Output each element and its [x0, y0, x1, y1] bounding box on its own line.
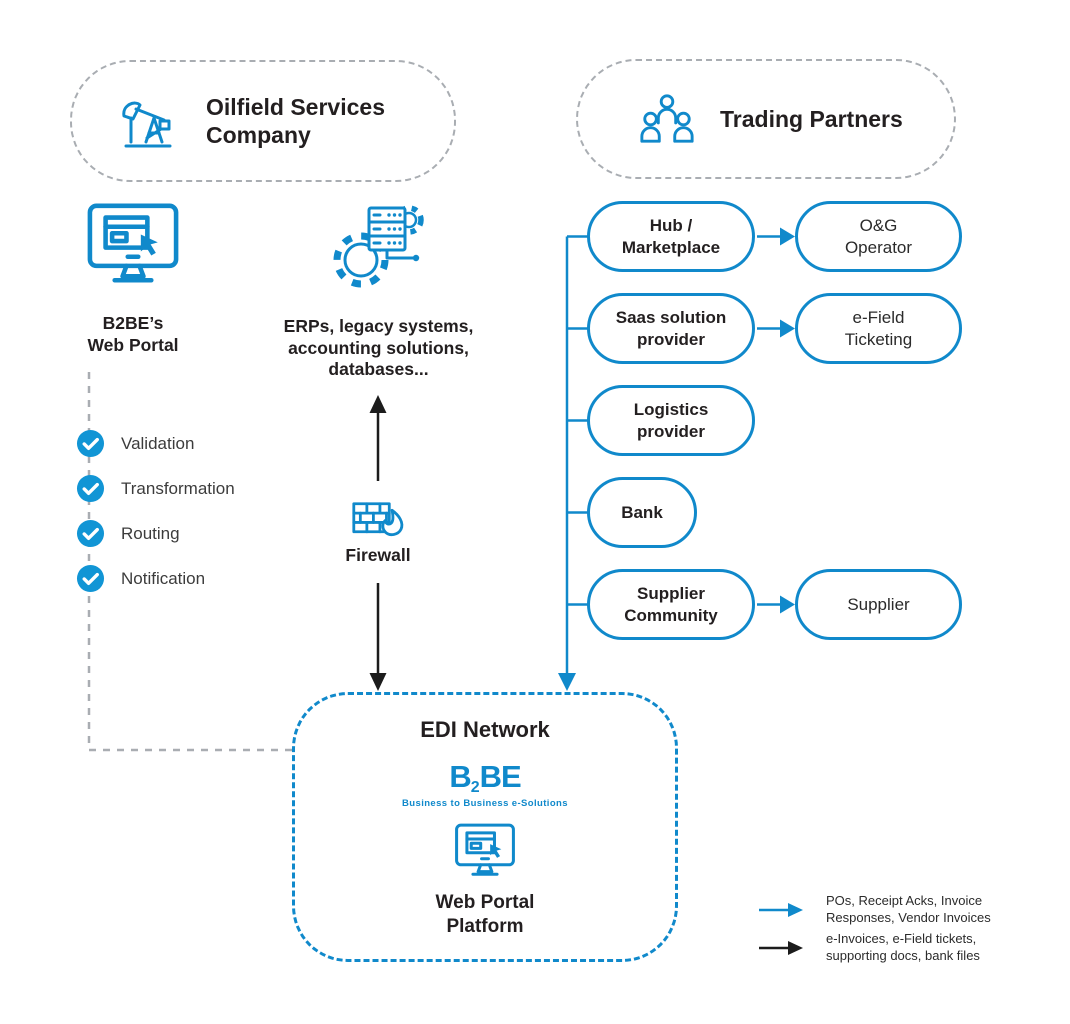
pill-supplier-community: Supplier Community: [587, 569, 755, 640]
checklist-label: Notification: [121, 568, 206, 588]
oil-pumpjack-icon: [122, 101, 172, 148]
checklist-item-notification: Notification: [76, 564, 205, 593]
people-group-icon: [640, 94, 694, 143]
pill-bank: Bank: [587, 477, 697, 548]
legend-black-flow: e-Invoices, e-Field tickets, supporting …: [758, 931, 980, 964]
pill-logistics-provider: Logistics provider: [587, 385, 755, 456]
trading-group-title: Trading Partners: [720, 106, 903, 132]
pill-og-operator: O&G Operator: [795, 201, 962, 272]
b2be-tagline: Business to Business e-Solutions: [402, 798, 568, 809]
community-to-supplier-arrow: [757, 595, 795, 614]
checklist-item-routing: Routing: [76, 519, 180, 548]
checklist-label: Routing: [121, 523, 180, 543]
pill-efield-ticketing: e-Field Ticketing: [795, 293, 962, 364]
hub-to-operator-arrow: [757, 227, 795, 246]
arrowhead-down-blue-icon: [558, 673, 576, 691]
web-portal-platform-label: Web Portal Platform: [435, 892, 535, 937]
legend-blue-flow: POs, Receipt Acks, Invoice Responses, Ve…: [758, 893, 991, 926]
arrowhead-down-icon: [369, 673, 387, 691]
check-circle-icon: [76, 474, 105, 503]
saas-to-ticketing-arrow: [757, 319, 795, 338]
blue-arrow-icon: [759, 902, 803, 917]
edi-network-box: EDI Network B2BE Business to Business e-…: [292, 692, 678, 962]
legend-blue-text: POs, Receipt Acks, Invoice Responses, Ve…: [826, 893, 991, 925]
firewall-label: Firewall: [345, 545, 411, 565]
partners-trunk-line: [565, 235, 588, 676]
arrowhead-up-icon: [369, 395, 387, 413]
checklist-label: Transformation: [121, 478, 235, 498]
check-circle-icon: [76, 519, 105, 548]
firewall-icon: [352, 502, 404, 537]
checklist-item-transformation: Transformation: [76, 474, 235, 503]
web-portal-platform-monitor-icon: [455, 823, 515, 876]
black-arrow-icon: [759, 940, 803, 955]
oilfield-group-box: Oilfield Services Company: [70, 60, 456, 182]
web-portal-monitor-icon: [87, 203, 179, 283]
legend-black-text: e-Invoices, e-Field tickets, supporting …: [826, 931, 980, 963]
check-circle-icon: [76, 564, 105, 593]
erp-systems-label: ERPs, legacy systems, accounting solutio…: [283, 316, 474, 379]
pill-saas-provider: Saas solution provider: [587, 293, 755, 364]
oilfield-group-title: Oilfield Services Company: [206, 94, 385, 148]
b2be-logo: B2BE: [449, 759, 521, 797]
erp-systems-icon: [333, 205, 424, 288]
edi-network-title: EDI Network: [420, 717, 550, 742]
pill-supplier: Supplier: [795, 569, 962, 640]
web-portal-label: B2BE’s Web Portal: [87, 313, 179, 355]
pill-hub-marketplace: Hub / Marketplace: [587, 201, 755, 272]
checklist-label: Validation: [121, 433, 195, 453]
check-circle-icon: [76, 429, 105, 458]
trading-partners-group-box: Trading Partners: [576, 59, 956, 179]
checklist-item-validation: Validation: [76, 429, 194, 458]
